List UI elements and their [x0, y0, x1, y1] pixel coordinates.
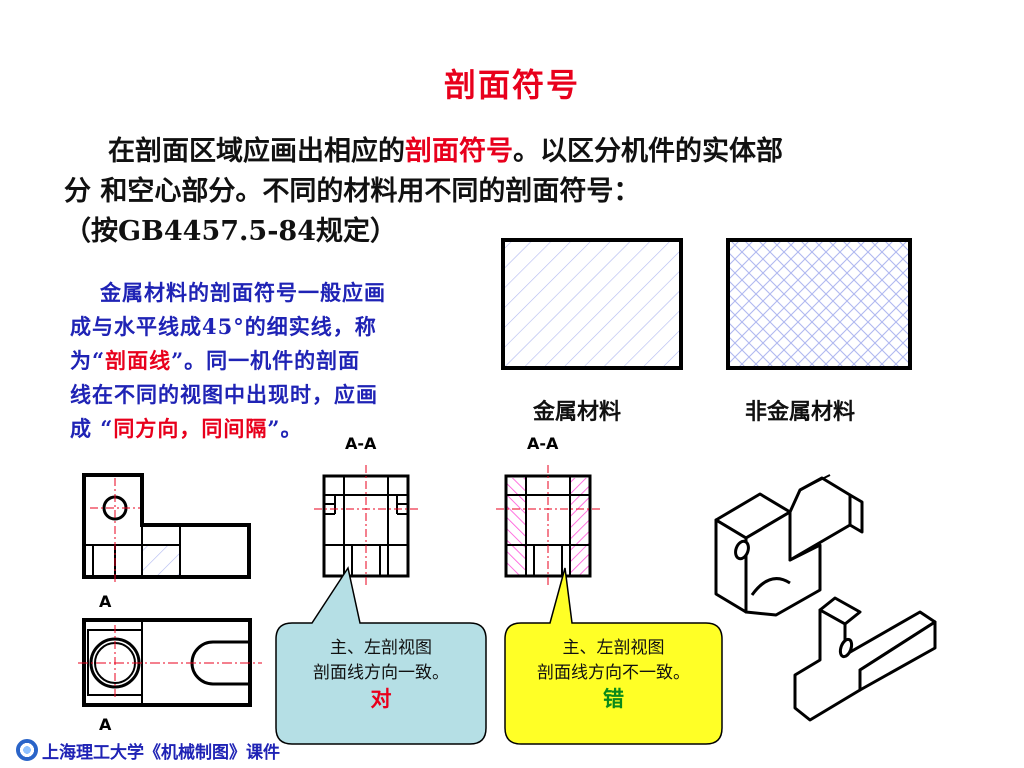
section-view-consistent: [314, 465, 418, 585]
page-title: 剖面符号: [443, 66, 580, 104]
section-label-a-2: A: [99, 715, 112, 734]
hatch-rule-paragraph: 金属材料的剖面符号一般应画 成与水平线成45°的细实线，称 为“剖面线”。同一机…: [70, 280, 386, 441]
intro-line-2: 分 和空心部分。不同的材料用不同的剖面符号：: [64, 176, 641, 207]
university-logo-icon: [16, 739, 38, 761]
intro-line-3: （按GB4457.5-84规定）: [64, 216, 397, 247]
isometric-part-sectioned: [714, 474, 864, 617]
section-label-aa-2: A-A: [527, 434, 559, 453]
nonmetal-caption: 非金属材料: [745, 399, 856, 425]
intro-paragraph: 在剖面区域应画出相应的剖面符号。以区分机件的实体部 分 和空心部分。不同的材料用…: [64, 132, 964, 252]
isometric-part-full: [793, 596, 937, 722]
correct-verdict: 对: [370, 686, 392, 711]
nonmetal-sample-box: [726, 238, 912, 370]
footer: 上海理工大学《机械制图》课件: [16, 736, 280, 764]
top-view-drawing: [78, 618, 262, 707]
correct-bubble-shape: [275, 566, 487, 745]
wrong-bubble-text: 主、左剖视图 剖面线方向不一致。 错: [505, 636, 722, 711]
metal-sample-box: [501, 238, 683, 370]
wrong-verdict: 错: [603, 686, 624, 711]
section-label-a-1: A: [99, 592, 112, 611]
front-view-drawing: [82, 473, 251, 585]
correct-bubble-text: 主、左剖视图 剖面线方向一致。 对: [276, 636, 486, 711]
intro-line-1: 在剖面区域应画出相应的剖面符号。以区分机件的实体部: [108, 136, 783, 167]
metal-caption: 金属材料: [533, 399, 622, 425]
footer-text: 上海理工大学《机械制图》课件: [42, 742, 280, 763]
section-view-inconsistent: [496, 465, 600, 585]
section-label-aa-1: A-A: [345, 434, 377, 453]
wrong-bubble-shape: [504, 567, 723, 745]
